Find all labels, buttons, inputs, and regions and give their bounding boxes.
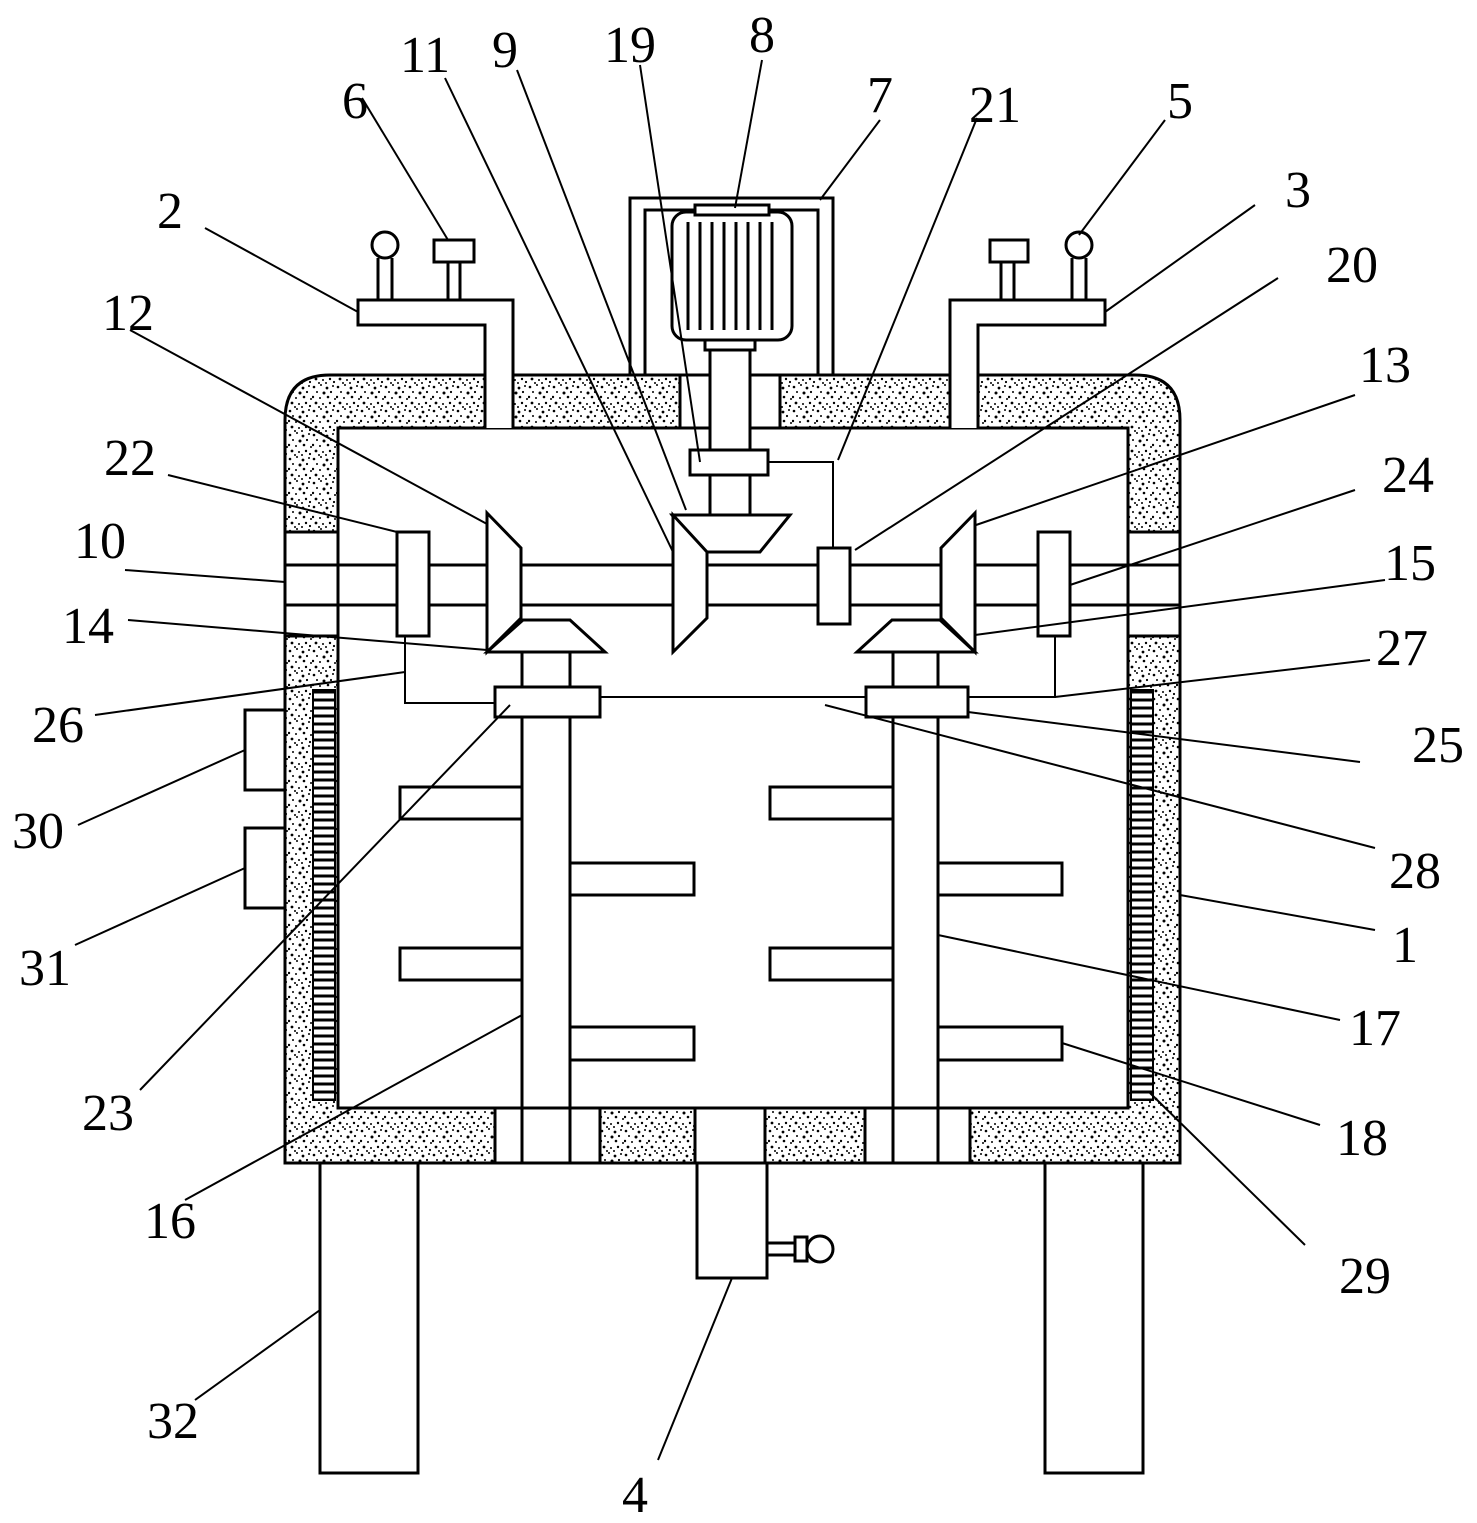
label-28: 28 [1389, 843, 1441, 900]
sensor-20 [816, 546, 852, 626]
label-2: 2 [157, 183, 183, 240]
motor [670, 203, 794, 352]
paddle [398, 785, 524, 821]
paddle [568, 1025, 696, 1062]
label-6: 6 [342, 73, 368, 130]
inlet-pipe-left [356, 230, 515, 428]
label-14: 14 [62, 598, 114, 655]
stirring-shaft-left [398, 650, 696, 1110]
left-side-bearing [283, 530, 340, 638]
valve-icon [988, 238, 1030, 264]
bearing-25 [864, 685, 970, 719]
motor-shaft-lower [708, 473, 752, 517]
label-8: 8 [749, 7, 775, 64]
bevel-gear-11 [671, 511, 709, 656]
coupling-19 [688, 448, 770, 477]
paddle [936, 861, 1064, 897]
paddle [936, 1025, 1064, 1062]
right-side-bearing [1126, 530, 1182, 638]
paddle [398, 946, 524, 982]
bearing-24 [1036, 530, 1072, 638]
label-29: 29 [1339, 1248, 1391, 1305]
label-13: 13 [1359, 337, 1411, 394]
label-31: 31 [19, 940, 71, 997]
control-box-30 [243, 708, 287, 792]
label-5: 5 [1167, 73, 1193, 130]
bevel-gear-13 [939, 509, 977, 656]
label-12: 12 [102, 285, 154, 342]
control-box-31 [243, 826, 287, 910]
label-21: 21 [969, 77, 1021, 134]
leg-right [1043, 1161, 1145, 1475]
pressure-gauge-icon [1064, 230, 1094, 260]
label-1: 1 [1392, 917, 1418, 974]
outlet-pipe [695, 1161, 835, 1280]
heating-strip-left [312, 689, 336, 1101]
label-15: 15 [1384, 535, 1436, 592]
label-30: 30 [12, 803, 64, 860]
label-22: 22 [104, 430, 156, 487]
label-16: 16 [144, 1193, 196, 1250]
inlet-pipe-right [948, 230, 1107, 428]
label-4: 4 [622, 1467, 648, 1523]
wire-26 [404, 636, 495, 704]
label-7: 7 [867, 67, 893, 124]
leader-lines [74, 59, 1386, 1461]
label-10: 10 [74, 513, 126, 570]
bearing-23 [493, 685, 602, 719]
paddle [768, 785, 895, 821]
pressure-gauge-icon [370, 230, 400, 260]
bevel-gear-12 [485, 509, 523, 656]
motor-shaft [708, 348, 752, 452]
label-11: 11 [400, 27, 450, 84]
reference-numerals: 1 2 3 4 5 6 7 8 9 10 11 12 13 14 15 16 1… [12, 7, 1464, 1523]
label-3: 3 [1285, 162, 1311, 219]
bottom-bearing-left [493, 1106, 602, 1165]
label-23: 23 [82, 1085, 134, 1142]
leg-left [318, 1161, 420, 1475]
outlet-opening [693, 1106, 767, 1165]
label-19: 19 [604, 17, 656, 74]
label-27: 27 [1376, 620, 1428, 677]
valve-icon [432, 238, 476, 264]
horizontal-shaft [336, 563, 1130, 607]
wire-21 [768, 461, 834, 548]
valve-handle-icon [805, 1234, 835, 1264]
label-32: 32 [147, 1393, 199, 1450]
label-9: 9 [492, 22, 518, 79]
label-26: 26 [32, 697, 84, 754]
label-18: 18 [1336, 1110, 1388, 1167]
label-24: 24 [1382, 447, 1434, 504]
label-17: 17 [1349, 1000, 1401, 1057]
label-20: 20 [1326, 237, 1378, 294]
paddle [568, 861, 696, 897]
heating-strip-right [1130, 689, 1154, 1101]
paddle [768, 946, 895, 982]
label-25: 25 [1412, 717, 1464, 774]
bearing-22 [395, 530, 431, 638]
bottom-bearing-right [863, 1106, 972, 1165]
